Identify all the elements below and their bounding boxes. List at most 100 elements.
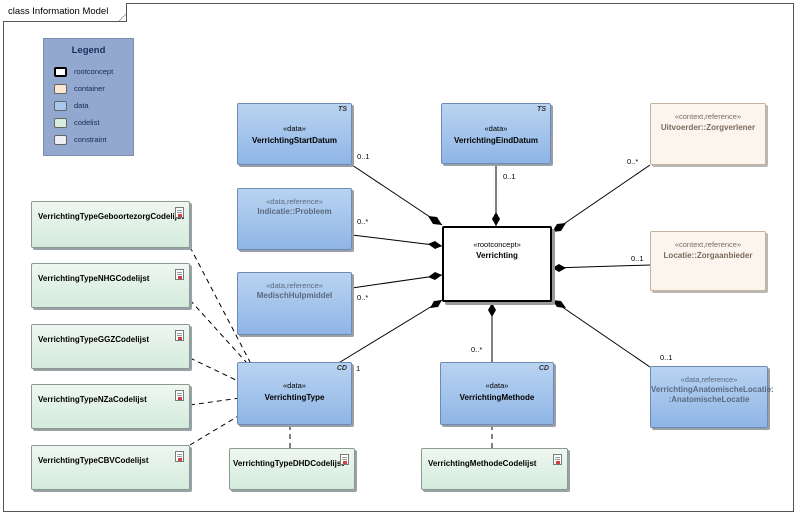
class-name: Verrichting: [476, 251, 518, 260]
codelist-dhd[interactable]: VerrichtingTypeDHDCodelijst: [229, 448, 355, 490]
link-medisch: [351, 274, 443, 289]
diagram-title: class Information Model: [8, 6, 109, 17]
multiplicity-type: 1: [356, 364, 361, 373]
class-anatomische-locatie[interactable]: «data,reference» VerrichtingAnatomischeL…: [650, 366, 774, 428]
codelist-document-icon: [175, 390, 184, 401]
diamond-anatomisch: [552, 300, 566, 308]
legend-swatch-constraint: [54, 135, 67, 145]
class-stereotype: «rootconcept»: [473, 240, 521, 249]
type-tag: CD: [538, 365, 549, 372]
codelist-name: VerrichtingTypeNZaCodelijst: [38, 395, 147, 404]
legend-label: constraint: [74, 135, 107, 144]
legend-title: Legend: [71, 45, 106, 56]
type-tag: CD: [336, 365, 347, 372]
codelist-name: VerrichtingTypeNHGCodelijst: [38, 274, 150, 283]
diamond-methode: [488, 303, 496, 317]
codelist-document-icon: [553, 454, 562, 465]
class-stereotype: «data,reference»: [266, 197, 323, 206]
diamond-eind: [492, 212, 500, 226]
multiplicity-anatomisch: 0..1: [660, 353, 673, 362]
class-name: VerrichtingMethode: [459, 393, 535, 402]
type-tag: TS: [338, 106, 347, 113]
codelist-name: VerrichtingTypeCBVCodelijst: [38, 456, 149, 465]
legend: Legend rootconcept container data codeli…: [43, 38, 134, 156]
multiplicity-uitvoerder: 0..*: [627, 157, 639, 166]
class-name: Uitvoerder::Zorgverlener: [660, 123, 756, 132]
legend-label: data: [74, 101, 89, 110]
class-stereotype: «data,reference»: [680, 375, 738, 384]
link-type: [331, 299, 443, 368]
codelist-geboortezorg[interactable]: VerrichtingTypeGeboortezorgCodelijst: [31, 201, 190, 248]
class-stereotype: «data,reference»: [266, 281, 323, 290]
class-medisch-hulpmiddel[interactable]: «data,reference» MedischHulpmiddel: [237, 272, 352, 335]
legend-swatch-codelist: [54, 118, 67, 128]
legend-swatch-data: [54, 101, 67, 111]
codelist-document-icon: [175, 330, 184, 341]
codelist-nza[interactable]: VerrichtingTypeNZaCodelijst: [31, 384, 190, 429]
class-name: MedischHulpmiddel: [256, 291, 333, 300]
diamond-medisch: [428, 272, 442, 280]
codelist-methode[interactable]: VerrichtingMethodeCodelijst: [421, 448, 568, 490]
diamond-locatie: [552, 264, 566, 272]
class-name: VerrichtingEindDatum: [453, 136, 538, 145]
legend-swatch-container: [54, 84, 67, 94]
class-name: Locatie::Zorgaanbieder: [663, 251, 753, 260]
legend-label: codelist: [74, 118, 100, 127]
legend-label: container: [74, 84, 105, 93]
dep-cbv: [189, 414, 241, 446]
class-indicatie-probleem[interactable]: «data,reference» Indicatie::Probleem: [237, 188, 352, 250]
diagram-frame-tab: class Information Model: [3, 3, 127, 22]
diagram-frame: [3, 3, 794, 512]
link-indicatie: [351, 234, 443, 247]
multiplicity-start: 0..1: [357, 152, 370, 161]
class-name: VerrichtingStartDatum: [252, 136, 337, 145]
dep-ggz: [189, 357, 241, 383]
class-stereotype: «context,reference»: [674, 112, 742, 121]
class-verrichting-start-datum[interactable]: TS «data» VerrichtingStartDatum: [237, 103, 352, 165]
codelist-name: VerrichtingTypeDHDCodelijst: [233, 459, 344, 468]
class-stereotype: «data»: [485, 381, 509, 390]
class-name-line1: VerrichtingAnatomischeLocatie:: [651, 385, 774, 394]
multiplicity-locatie: 0..1: [631, 254, 644, 263]
class-verrichting-methode[interactable]: CD «data» VerrichtingMethode: [440, 362, 554, 425]
class-uitvoerder-zorgverlener[interactable]: «context,reference» Uitvoerder::Zorgverl…: [650, 103, 766, 165]
class-stereotype: «data»: [283, 124, 306, 133]
diamond-type: [430, 300, 442, 308]
class-verrichting-type[interactable]: CD «data» VerrichtingType: [237, 362, 352, 425]
codelist-nhg[interactable]: VerrichtingTypeNHGCodelijst: [31, 263, 190, 308]
diamond-start: [428, 216, 442, 225]
codelist-document-icon: [175, 269, 184, 280]
dep-nza: [189, 397, 241, 406]
class-name-line2: :AnatomischeLocatie: [668, 395, 750, 404]
class-stereotype: «data»: [484, 124, 508, 133]
class-stereotype: «context,reference»: [674, 240, 742, 249]
link-locatie: [551, 264, 651, 269]
codelist-name: VerrichtingTypeGeboortezorgCodelijst: [38, 212, 185, 221]
class-locatie-zorgaanbieder[interactable]: «context,reference» Locatie::Zorgaanbied…: [650, 231, 766, 291]
link-anatomisch: [551, 299, 651, 368]
diamond-indicatie: [428, 241, 442, 249]
codelist-document-icon: [175, 207, 184, 218]
dep-geboortezorg: [189, 246, 251, 363]
codelist-ggz[interactable]: VerrichtingTypeGGZCodelijst: [31, 324, 190, 369]
codelist-document-icon: [175, 451, 184, 462]
legend-swatch-rootconcept: [54, 67, 67, 77]
codelist-document-icon: [340, 454, 349, 465]
type-tag: TS: [537, 106, 546, 113]
multiplicity-methode: 0..*: [471, 345, 483, 354]
class-verrichting[interactable]: «rootconcept» Verrichting: [442, 226, 552, 302]
codelist-cbv[interactable]: VerrichtingTypeCBVCodelijst: [31, 445, 190, 490]
legend-label: rootconcept: [74, 67, 114, 76]
multiplicity-indicatie: 0..*: [357, 217, 369, 226]
link-uitvoerder: [551, 164, 651, 233]
multiplicity-medisch: 0..*: [357, 293, 369, 302]
class-stereotype: «data»: [283, 381, 306, 390]
dep-nhg: [189, 299, 247, 363]
class-name: Indicatie::Probleem: [257, 207, 332, 216]
class-name: VerrichtingType: [264, 393, 325, 402]
link-start: [351, 164, 443, 226]
class-verrichting-eind-datum[interactable]: TS «data» VerrichtingEindDatum: [441, 103, 551, 164]
multiplicity-eind: 0..1: [503, 172, 516, 181]
codelist-name: VerrichtingMethodeCodelijst: [428, 459, 537, 468]
